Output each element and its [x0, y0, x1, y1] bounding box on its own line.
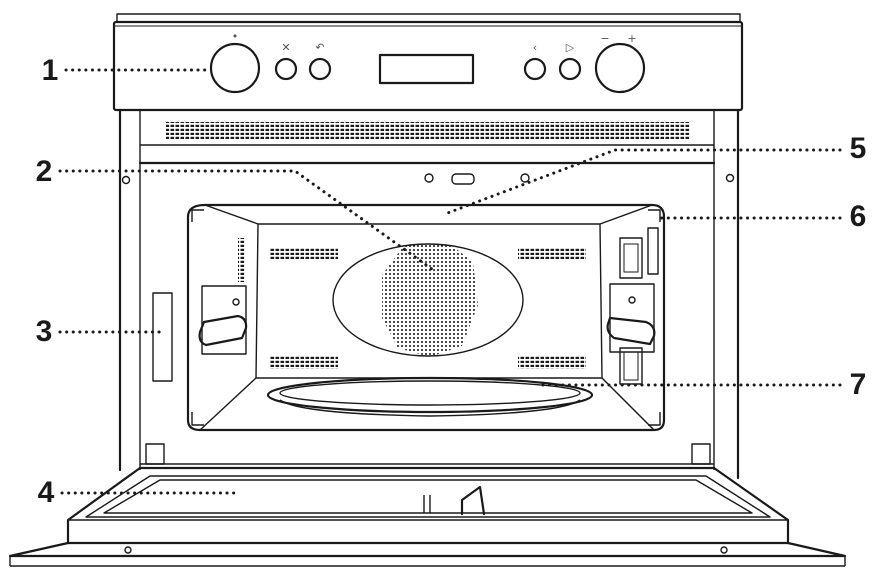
control-panel: • ✕ ↶ ‹ ▷ − +: [114, 14, 742, 110]
svg-text:5: 5: [850, 132, 867, 165]
start-symbol: ▷: [566, 41, 575, 54]
svg-text:7: 7: [850, 368, 867, 401]
plus-symbol: +: [627, 32, 636, 45]
fan-grille-icon: [380, 243, 480, 359]
door-icon: [10, 468, 845, 566]
vent-grille-icon: [166, 122, 690, 139]
callout-2: 2: [36, 155, 436, 272]
prev-button-icon[interactable]: [525, 59, 545, 79]
left-dial-mark: •: [232, 30, 239, 43]
start-button-icon[interactable]: [560, 59, 580, 79]
svg-text:3: 3: [36, 315, 53, 348]
svg-text:6: 6: [850, 200, 867, 233]
svg-text:2: 2: [36, 155, 53, 188]
back-symbol: ↶: [315, 41, 324, 54]
svg-text:4: 4: [38, 476, 55, 509]
stop-button-icon[interactable]: [276, 59, 296, 79]
callout-3: 3: [36, 315, 160, 348]
callout-7: 7: [540, 368, 866, 401]
turntable-icon: [268, 378, 592, 412]
stop-symbol: ✕: [281, 41, 290, 54]
svg-text:1: 1: [42, 54, 59, 87]
callout-6: 6: [658, 200, 866, 233]
prev-symbol: ‹: [533, 41, 537, 54]
callout-1: 1: [42, 54, 211, 87]
back-button-icon[interactable]: [310, 59, 330, 79]
oven-cavity: [188, 205, 664, 430]
left-knob-icon[interactable]: [211, 44, 259, 92]
door-latch-icon: [153, 293, 172, 381]
minus-symbol: −: [600, 32, 609, 45]
display-icon: [380, 55, 473, 83]
right-knob-icon[interactable]: [596, 44, 644, 92]
